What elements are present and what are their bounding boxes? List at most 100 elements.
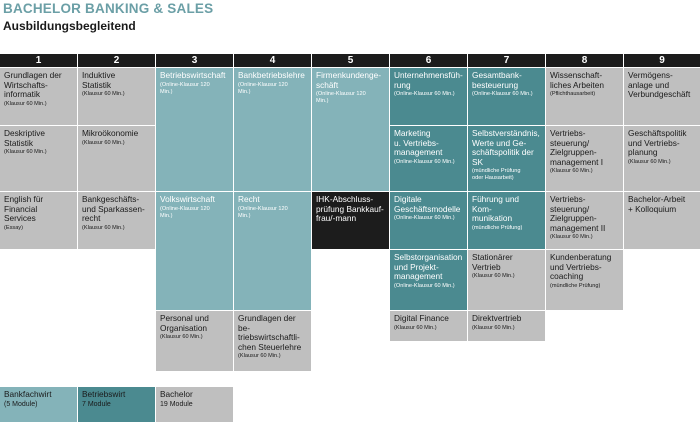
module-exam: (Online-Klausur 60 Min.): [394, 215, 455, 222]
semester-header-2: 2: [78, 54, 155, 67]
module-cell: Vertriebs- steuerung/ Zielgruppen- manag…: [546, 126, 623, 191]
module-title: Führung und Kom- munikation: [472, 194, 520, 224]
module-cell: Vermögens- anlage und Verbundgeschäft: [624, 68, 700, 125]
module-exam: (mündliche Prüfung oder Hausarbeit): [472, 168, 521, 182]
module-exam: (Pflichthausarbeit): [550, 91, 596, 98]
module-exam: (Klausur 60 Min.): [628, 158, 671, 165]
legend-count: 7 Module: [82, 400, 111, 408]
module-exam: (Essay): [4, 224, 23, 231]
module-cell: Betriebswirtschaft (Online-Klausur 120 M…: [156, 68, 233, 191]
semester-header-1: 1: [0, 54, 77, 67]
module-cell: Selbstverständnis, Werte und Ge- schäfts…: [468, 126, 545, 191]
legend-count: 19 Module: [160, 400, 193, 408]
module-exam: (Online-Klausur 120 Min.): [238, 205, 288, 219]
module-exam: (Klausur 60 Min.): [160, 334, 203, 341]
module-cell: Recht (Online-Klausur 120 Min.): [234, 192, 311, 310]
module-exam: (Klausur 60 Min.): [394, 324, 437, 331]
module-title: Personal und Organisation: [160, 313, 209, 333]
module-title: Stationärer Vertrieb: [472, 252, 513, 272]
legend-title: Bankfachwirt: [4, 389, 52, 399]
module-title: Selbstorganisation und Projekt- manageme…: [394, 252, 463, 282]
module-cell: Grundlagen der be- triebswirtschaftli- c…: [234, 311, 311, 371]
module-title: Deskriptive Statistik: [4, 128, 46, 148]
module-title: Vermögens- anlage und Verbundgeschäft: [628, 70, 691, 100]
module-cell: Digitale Geschäftsmodelle (Online-Klausu…: [390, 192, 467, 249]
semester-header-5: 5: [312, 54, 389, 67]
module-title: Digitale Geschäftsmodelle: [394, 194, 461, 214]
module-cell: Digital Finance (Klausur 60 Min.): [390, 311, 467, 341]
semester-header-6: 6: [390, 54, 467, 67]
module-title: Unternehmensfüh- rung: [394, 70, 463, 90]
semester-header-9: 9: [624, 54, 700, 67]
module-cell: IHK-Abschluss- prüfung Bankkauf- frau/-m…: [312, 192, 389, 249]
module-title: English für Financial Services: [4, 194, 44, 224]
module-title: Vertriebs- steuerung/ Zielgruppen- manag…: [550, 194, 606, 233]
module-exam: (Online-Klausur 60 Min.): [394, 91, 455, 98]
module-exam: (Online-Klausur 60 Min.): [394, 158, 455, 165]
module-title: Selbstverständnis, Werte und Ge- schäfts…: [472, 128, 540, 167]
module-title: Grundlagen der be- triebswirtschaftli- c…: [238, 313, 302, 352]
module-cell: Führung und Kom- munikation (mündliche P…: [468, 192, 545, 249]
module-cell: English für Financial Services (Essay): [0, 192, 77, 249]
page-subtitle: Ausbildungsbegleitend: [3, 19, 136, 33]
module-exam: (mündliche Prüfung): [472, 224, 523, 231]
module-cell: Bachelor-Arbeit + Kolloquium: [624, 192, 700, 249]
module-cell: Marketing u. Vertriebs- management (Onli…: [390, 126, 467, 191]
module-title: Mikroökonomie: [82, 128, 139, 138]
module-cell: Direktvertrieb (Klausur 60 Min.): [468, 311, 545, 341]
legend-title: Bachelor: [160, 389, 193, 399]
module-title: Firmenkundenge- schäft: [316, 70, 382, 90]
module-exam: (Klausur 60 Min.): [4, 149, 47, 156]
module-cell: Grundlagen der Wirtschafts- informatik (…: [0, 68, 77, 125]
module-cell: Bankbetriebslehre (Online-Klausur 120 Mi…: [234, 68, 311, 191]
module-title: Marketing u. Vertriebs- management: [394, 128, 443, 158]
module-cell: Bankgeschäfts- und Sparkassen- recht (Kl…: [78, 192, 155, 249]
module-exam: (Online-Klausur 120 Min.): [238, 81, 288, 95]
module-cell: Gesamtbank- besteuerung (Online-Klausur …: [468, 68, 545, 125]
page-title: BACHELOR BANKING & SALES: [3, 1, 214, 16]
module-title: IHK-Abschluss- prüfung Bankkauf- frau/-m…: [316, 194, 384, 224]
semester-header-7: 7: [468, 54, 545, 67]
module-cell: Stationärer Vertrieb (Klausur 60 Min.): [468, 250, 545, 310]
module-title: Vertriebs- steuerung/ Zielgruppen- manag…: [550, 128, 604, 167]
module-cell: Vertriebs- steuerung/ Zielgruppen- manag…: [546, 192, 623, 249]
legend-bankfachwirt: Bankfachwirt (5 Module): [0, 387, 77, 422]
module-title: Kundenberatung und Vertriebs- coaching: [550, 252, 612, 282]
module-exam: (Klausur 60 Min.): [82, 224, 125, 231]
legend-bachelor: Bachelor 19 Module: [156, 387, 233, 422]
module-title: Wissenschaft- liches Arbeiten: [550, 70, 604, 90]
module-exam: (Klausur 60 Min.): [472, 324, 515, 331]
module-cell: Wissenschaft- liches Arbeiten (Pflichtha…: [546, 68, 623, 125]
legend-count: (5 Module): [4, 400, 38, 408]
module-exam: (Online-Klausur 120 Min.): [316, 91, 366, 105]
semester-header-8: 8: [546, 54, 623, 67]
module-title: Geschäftspolitik und Vertriebs- planung: [628, 128, 687, 158]
legend-title: Betriebswirt: [82, 389, 126, 399]
module-exam: (Klausur 60 Min.): [82, 91, 125, 98]
module-title: Volkswirtschaft: [160, 194, 215, 204]
module-cell: Geschäftspolitik und Vertriebs- planung …: [624, 126, 700, 191]
module-title: Gesamtbank- besteuerung: [472, 70, 522, 90]
module-exam: (Online-Klausur 60 Min.): [394, 282, 455, 289]
module-cell: Selbstorganisation und Projekt- manageme…: [390, 250, 467, 310]
module-exam: (Klausur 60 Min.): [550, 168, 593, 175]
module-title: Direktvertrieb: [472, 313, 522, 323]
module-title: Bachelor-Arbeit + Kolloquium: [628, 194, 686, 214]
module-exam: (Online-Klausur 120 Min.): [160, 205, 210, 219]
semester-header-3: 3: [156, 54, 233, 67]
module-cell: Kundenberatung und Vertriebs- coaching (…: [546, 250, 623, 310]
module-exam: (Klausur 60 Min.): [472, 273, 515, 280]
module-exam: (mündliche Prüfung): [550, 282, 601, 289]
module-cell: Deskriptive Statistik (Klausur 60 Min.): [0, 126, 77, 191]
module-title: Digital Finance: [394, 313, 449, 323]
module-title: Bankgeschäfts- und Sparkassen- recht: [82, 194, 145, 224]
module-title: Recht: [238, 194, 260, 204]
module-cell: Volkswirtschaft (Online-Klausur 120 Min.…: [156, 192, 233, 310]
module-cell: Mikroökonomie (Klausur 60 Min.): [78, 126, 155, 191]
module-exam: (Klausur 60 Min.): [4, 100, 47, 107]
semester-header-4: 4: [234, 54, 311, 67]
module-title: Betriebswirtschaft: [160, 70, 226, 80]
module-exam: (Online-Klausur 120 Min.): [160, 81, 210, 95]
module-exam: (Klausur 60 Min.): [238, 353, 281, 360]
module-title: Bankbetriebslehre: [238, 70, 305, 80]
